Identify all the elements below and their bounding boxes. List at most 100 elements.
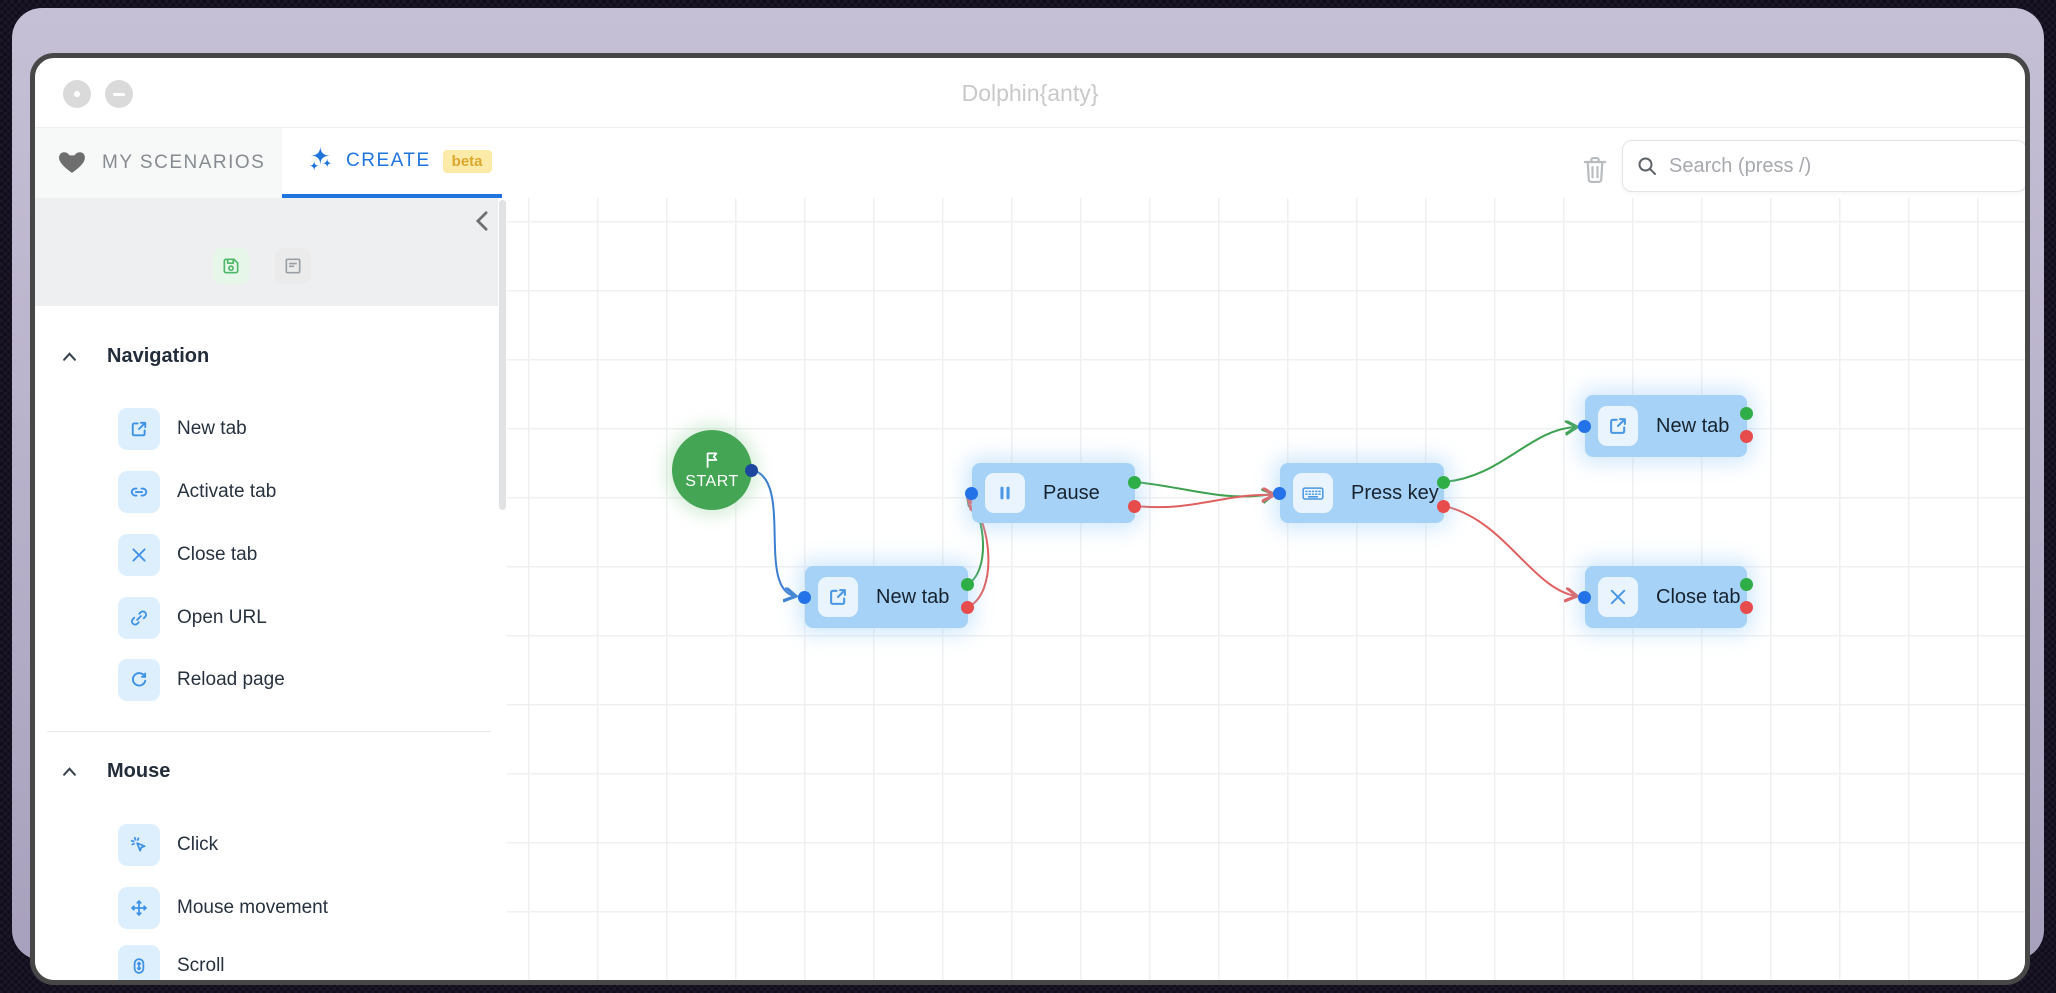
port-out[interactable] bbox=[745, 463, 758, 477]
reload-page-icon bbox=[118, 659, 160, 701]
new-tab-icon bbox=[118, 408, 160, 450]
node-label: START bbox=[685, 473, 739, 490]
section-label: Navigation bbox=[107, 344, 210, 367]
item-label: Reload page bbox=[177, 669, 285, 690]
activate-tab-icon bbox=[118, 471, 160, 513]
edge-pause-success-to-presskey[interactable] bbox=[1135, 481, 1273, 496]
section-mouse-header[interactable]: Mouse bbox=[35, 753, 170, 789]
blocks-sidebar: Navigation New tab Activate tab bbox=[35, 198, 507, 980]
port-in[interactable] bbox=[798, 590, 811, 604]
node-label: Pause bbox=[1043, 481, 1100, 504]
chevron-left-icon bbox=[475, 211, 488, 231]
node-start[interactable]: START bbox=[672, 430, 758, 510]
close-tab-icon bbox=[118, 534, 160, 576]
section-divider bbox=[47, 731, 491, 732]
node-label: Press key bbox=[1351, 481, 1439, 504]
node-label: New tab bbox=[1656, 414, 1730, 437]
node-new-tab-2[interactable]: New tab bbox=[1578, 395, 1753, 457]
trash-icon bbox=[1583, 156, 1607, 184]
mouse-movement-icon bbox=[118, 887, 160, 929]
port-success[interactable] bbox=[1740, 578, 1753, 591]
port-fail[interactable] bbox=[961, 601, 974, 614]
port-fail[interactable] bbox=[1128, 500, 1141, 513]
edge-presskey-success-to-newtab2[interactable] bbox=[1443, 427, 1576, 483]
section-navigation-header[interactable]: Navigation bbox=[35, 338, 209, 374]
sidebar-item-click[interactable]: Click bbox=[35, 823, 495, 867]
node-new-tab-1[interactable]: New tab bbox=[798, 566, 974, 628]
sidebar-item-reload-page[interactable]: Reload page bbox=[35, 658, 495, 702]
search-icon bbox=[1638, 157, 1656, 175]
window-back-button[interactable] bbox=[63, 80, 91, 108]
tab-my-scenarios-label: MY SCENARIOS bbox=[102, 152, 266, 173]
port-success[interactable] bbox=[1128, 476, 1141, 489]
flag-icon bbox=[706, 452, 718, 468]
port-in[interactable] bbox=[1578, 419, 1591, 433]
node-close-tab[interactable]: Close tab bbox=[1578, 566, 1753, 628]
scenario-form-button[interactable] bbox=[275, 248, 311, 284]
item-label: Click bbox=[177, 834, 219, 855]
beta-badge: beta bbox=[442, 149, 492, 173]
chevron-up-icon bbox=[63, 766, 76, 776]
search-box bbox=[1622, 140, 2025, 192]
node-press-key[interactable]: Press key bbox=[1273, 463, 1450, 523]
title-bar: Dolphin{anty} bbox=[35, 58, 2025, 128]
chevron-up-icon bbox=[63, 351, 76, 361]
search-input[interactable] bbox=[1669, 154, 2012, 178]
port-fail[interactable] bbox=[1740, 430, 1753, 443]
port-fail[interactable] bbox=[1740, 601, 1753, 614]
sidebar-toolbar-panel bbox=[35, 198, 498, 306]
delete-scenario-button[interactable] bbox=[1580, 154, 1610, 186]
content-area: Navigation New tab Activate tab bbox=[35, 198, 2025, 980]
item-label: Scroll bbox=[177, 955, 225, 976]
app-window: Dolphin{anty} MY SCENARIOS CREATE beta bbox=[30, 53, 2030, 985]
tab-create[interactable]: CREATE beta bbox=[282, 128, 502, 198]
scenario-canvas[interactable]: START New tab bbox=[507, 198, 2025, 980]
port-in[interactable] bbox=[1578, 590, 1591, 604]
collapse-sidebar-button[interactable] bbox=[473, 210, 493, 234]
pause-icon bbox=[985, 473, 1025, 513]
save-scenario-button[interactable] bbox=[213, 248, 249, 284]
section-label: Mouse bbox=[107, 759, 171, 782]
sidebar-item-close-tab[interactable]: Close tab bbox=[35, 533, 495, 577]
app-title: Dolphin{anty} bbox=[961, 80, 1099, 106]
open-url-icon bbox=[118, 597, 160, 639]
item-label: Open URL bbox=[177, 607, 267, 628]
node-label: New tab bbox=[876, 585, 950, 608]
sidebar-item-open-url[interactable]: Open URL bbox=[35, 596, 495, 640]
sidebar-scrollbar[interactable] bbox=[499, 200, 506, 510]
close-tab-icon bbox=[1598, 577, 1638, 617]
click-icon bbox=[118, 824, 160, 866]
node-label: Close tab bbox=[1656, 585, 1741, 608]
edges-layer bbox=[751, 198, 2025, 608]
edge-start-to-newtab1[interactable] bbox=[751, 469, 795, 596]
save-icon bbox=[223, 258, 239, 274]
form-icon bbox=[285, 258, 301, 274]
tab-bar: MY SCENARIOS CREATE beta bbox=[35, 128, 2025, 198]
port-fail[interactable] bbox=[1437, 500, 1450, 513]
item-label: Close tab bbox=[177, 544, 258, 565]
keyboard-icon bbox=[1293, 473, 1333, 513]
tab-create-label: CREATE bbox=[346, 150, 431, 171]
new-tab-icon bbox=[1598, 406, 1638, 446]
port-success[interactable] bbox=[1740, 407, 1753, 420]
sidebar-item-scroll[interactable]: Scroll bbox=[35, 944, 495, 980]
sidebar-item-new-tab[interactable]: New tab bbox=[35, 407, 495, 451]
item-label: Mouse movement bbox=[177, 897, 329, 918]
edge-pause-fail-to-presskey[interactable] bbox=[1135, 495, 1273, 509]
port-in[interactable] bbox=[965, 486, 978, 500]
port-success[interactable] bbox=[1437, 476, 1450, 489]
sidebar-item-activate-tab[interactable]: Activate tab bbox=[35, 470, 495, 514]
item-label: Activate tab bbox=[177, 481, 277, 502]
scroll-icon bbox=[118, 945, 160, 980]
sparkles-icon bbox=[308, 145, 334, 177]
node-pause[interactable]: Pause bbox=[965, 463, 1141, 523]
heart-icon bbox=[57, 147, 87, 180]
edge-presskey-fail-to-closetab[interactable] bbox=[1443, 505, 1576, 596]
item-label: New tab bbox=[177, 418, 247, 439]
tab-my-scenarios[interactable]: MY SCENARIOS bbox=[35, 128, 282, 198]
new-tab-icon bbox=[818, 577, 858, 617]
window-minimize-button[interactable] bbox=[105, 80, 133, 108]
sidebar-item-mouse-movement[interactable]: Mouse movement bbox=[35, 886, 495, 930]
port-success[interactable] bbox=[961, 578, 974, 591]
port-in[interactable] bbox=[1273, 486, 1286, 500]
